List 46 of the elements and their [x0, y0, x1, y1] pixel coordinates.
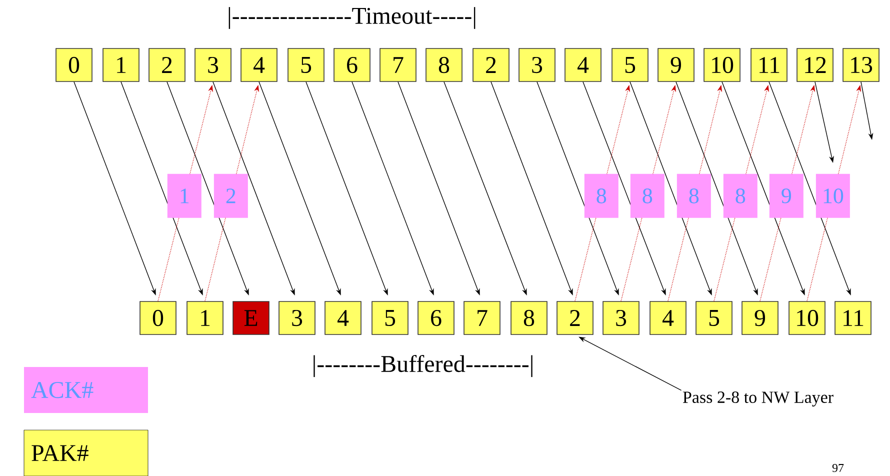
frame-box: 11 — [750, 48, 788, 82]
frame-box: 2 — [556, 301, 594, 335]
frame-box: 5 — [696, 301, 732, 335]
frame-box: 0 — [56, 48, 92, 82]
frame-box: 7 — [380, 48, 416, 82]
ack-label: 8 — [584, 174, 618, 218]
ack-label: 8 — [630, 174, 664, 218]
frame-box: 13 — [842, 48, 880, 82]
page-number: 97 — [832, 464, 844, 472]
frame-box: 4 — [240, 48, 278, 82]
ack-label: 8 — [723, 174, 758, 218]
frame-box: 6 — [334, 48, 370, 82]
frame-box: 2 — [148, 48, 186, 82]
timeout-span-label: |---------------Timeout-----| — [228, 7, 476, 29]
frame-box: 4 — [650, 301, 686, 335]
frame-box: 2 — [472, 48, 510, 82]
frame-box: 7 — [464, 301, 500, 335]
frame-box: 1 — [186, 301, 224, 335]
frame-box: 3 — [194, 48, 232, 82]
frame-box: 10 — [704, 48, 740, 82]
annotation-text: Pass 2-8 to NW Layer — [682, 392, 834, 406]
buffered-span-label: |--------Buffered--------| — [314, 354, 532, 378]
frame-box: 3 — [602, 301, 640, 335]
frame-box: 9 — [742, 301, 778, 335]
frame-box: 10 — [788, 301, 826, 335]
frame-box: 9 — [658, 48, 694, 82]
frame-box: 4 — [564, 48, 602, 82]
frame-box: 11 — [834, 301, 872, 335]
ack-label: 8 — [676, 174, 711, 218]
frame-box: 4 — [324, 301, 362, 335]
frame-box: 3 — [278, 301, 316, 335]
ack-label: 2 — [214, 174, 248, 218]
frame-box: 3 — [518, 48, 556, 82]
frame-box: 12 — [796, 48, 834, 82]
frame-box: 5 — [288, 48, 324, 82]
frame-box: 5 — [372, 301, 408, 335]
frame-box: 8 — [426, 48, 462, 82]
frame-box: 0 — [140, 301, 176, 335]
frame-box: 5 — [612, 48, 648, 82]
frame-box: 1 — [102, 48, 140, 82]
ack-label: 1 — [167, 174, 202, 218]
error-frame-box: E — [232, 301, 270, 335]
ack-label: 9 — [769, 174, 804, 218]
ack-label: 10 — [816, 174, 850, 218]
frame-box: 8 — [510, 301, 548, 335]
frame-box: 6 — [418, 301, 454, 335]
